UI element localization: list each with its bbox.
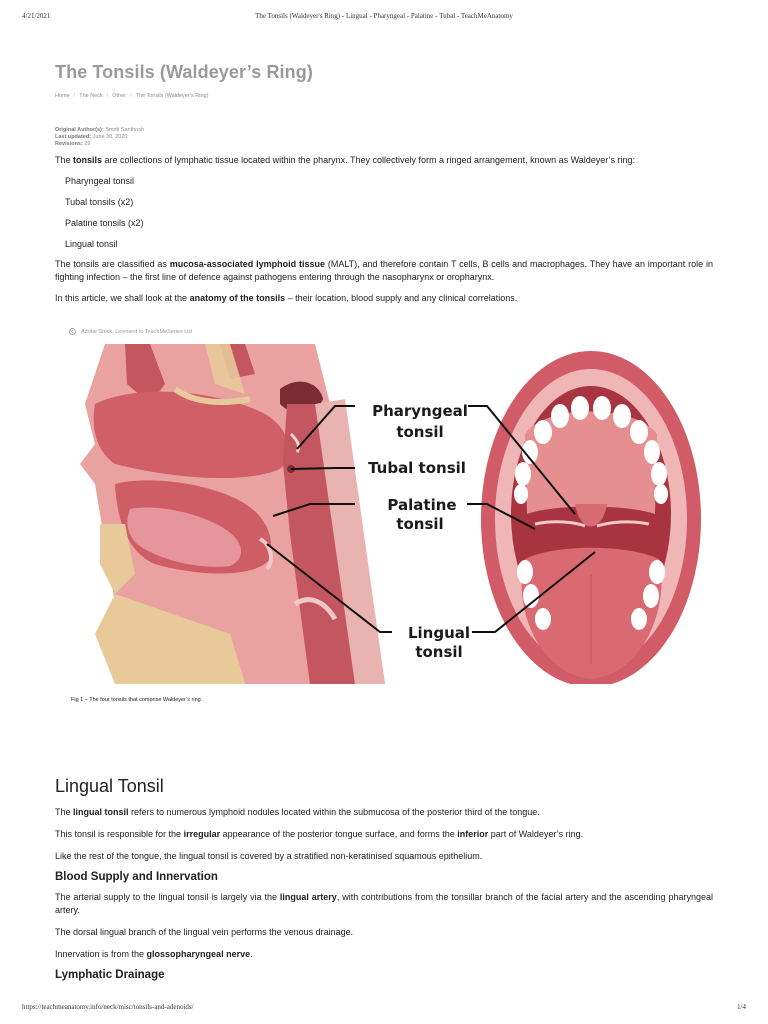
- label-pharyngeal-2: tonsil: [396, 423, 443, 441]
- label-pharyngeal-1: Pharyngeal: [372, 402, 468, 420]
- label-palatine-2: tonsil: [396, 515, 443, 533]
- breadcrumb: Home / The Neck / Other / The Tonsils (W…: [55, 93, 209, 99]
- tonsils-illustration: Pharyngeal tonsil Tubal tonsil Palatine …: [80, 344, 701, 684]
- blood-supply-heading: Blood Supply and Innervation: [55, 871, 218, 883]
- intro-paragraph: The tonsils are collections of lymphatic…: [55, 155, 635, 165]
- print-url: https://teachmeanatomy.info/neck/misc/to…: [22, 1003, 194, 1011]
- revisions: 29: [84, 141, 91, 147]
- article-meta: Original Author(s): Smriti Santhosh Last…: [55, 127, 145, 147]
- tonsil-list: Pharyngeal tonsil Tubal tonsils (x2) Pal…: [55, 175, 713, 250]
- label-lingual-2: tonsil: [415, 643, 462, 661]
- print-page-number: 1/4: [737, 1003, 746, 1011]
- last-updated: June 30, 2020: [92, 134, 128, 140]
- in-this-article-paragraph: In this article, we shall look at the an…: [55, 293, 518, 303]
- copyright-icon: ©: [69, 328, 76, 335]
- open-mouth: [481, 351, 701, 684]
- label-tubal: Tubal tonsil: [368, 459, 466, 477]
- lingual-p6: Innervation is from the glossopharyngeal…: [55, 949, 253, 959]
- list-item: Pharyngeal tonsil: [65, 176, 135, 186]
- label-palatine-1: Palatine: [387, 496, 456, 514]
- list-item: Tubal tonsils (x2): [65, 197, 134, 207]
- label-lingual-1: Lingual: [408, 624, 470, 642]
- malt-paragraph: The tonsils are classified as mucosa-ass…: [55, 259, 713, 282]
- lingual-heading: Lingual Tonsil: [55, 776, 164, 796]
- print-header: 4/21/2021 The Tonsils (Waldeyer's Ring) …: [0, 12, 768, 22]
- figure-caption: Fig 1 – The four tonsils that comprise W…: [71, 697, 203, 703]
- lingual-p3: Like the rest of the tongue, the lingual…: [55, 851, 483, 861]
- leader-lines: [266, 405, 596, 633]
- page-title: The Tonsils (Waldeyer’s Ring): [55, 62, 313, 82]
- lingual-section: Lingual Tonsil The lingual tonsil refers…: [55, 776, 713, 981]
- author: Smriti Santhosh: [105, 127, 145, 133]
- lymphatic-drainage-heading: Lymphatic Drainage: [55, 969, 165, 981]
- lingual-p4: The arterial supply to the lingual tonsi…: [55, 892, 713, 915]
- list-item: Palatine tonsils (x2): [65, 218, 144, 228]
- breadcrumb-current: The Tonsils (Waldeyer’s Ring): [135, 93, 209, 99]
- figure-labels: Pharyngeal tonsil Tubal tonsil Palatine …: [368, 402, 470, 661]
- print-date: 4/21/2021: [22, 12, 51, 20]
- print-page-title: The Tonsils (Waldeyer's Ring) - Lingual …: [255, 12, 513, 20]
- lingual-p2: This tonsil is responsible for the irreg…: [55, 829, 584, 839]
- print-footer: https://teachmeanatomy.info/neck/misc/to…: [0, 1003, 768, 1013]
- sagittal-section: [80, 344, 385, 684]
- article: The Tonsils (Waldeyer’s Ring) Home / The…: [55, 62, 713, 981]
- breadcrumb-the-neck[interactable]: The Neck: [79, 93, 103, 99]
- waldeyers-ring-figure: Pharyngeal tonsil Tubal tonsil Palatine …: [55, 344, 715, 684]
- breadcrumb-other[interactable]: Other: [112, 93, 127, 99]
- lingual-p1: The lingual tonsil refers to numerous ly…: [55, 807, 540, 817]
- breadcrumb-home[interactable]: Home: [55, 93, 70, 99]
- image-credit: © Adobe Stock, Licensed to TeachMeSeries…: [69, 328, 192, 335]
- list-item: Lingual tonsil: [65, 239, 118, 249]
- lingual-p5: The dorsal lingual branch of the lingual…: [55, 927, 354, 937]
